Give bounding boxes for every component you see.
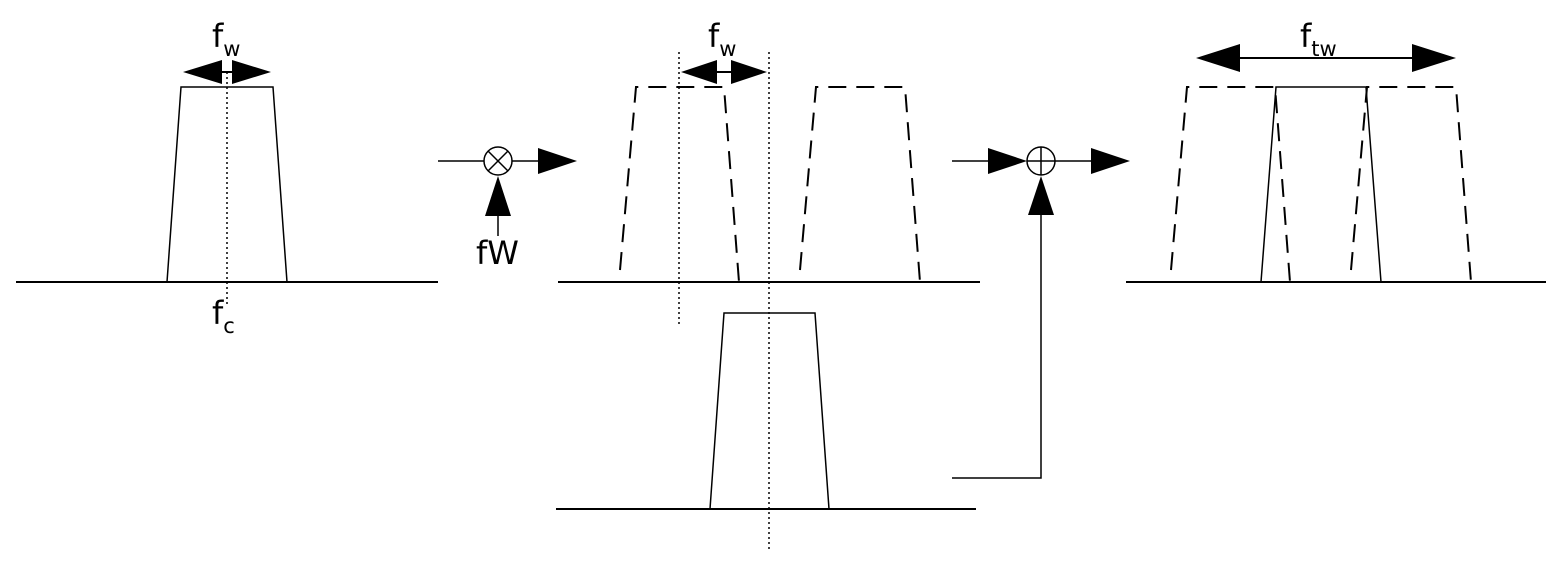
combined-band-left-dashed xyxy=(1170,86,1291,283)
lo-arrowhead xyxy=(485,176,511,216)
summer-block xyxy=(952,146,1130,479)
fw-label-1: fw xyxy=(212,17,240,61)
summer-input-arrowhead xyxy=(988,148,1027,174)
fw-arrow-right-head xyxy=(232,60,271,84)
mixer-block xyxy=(438,146,577,236)
ftw-arrow-left-head xyxy=(1196,44,1240,72)
fw-arrow-left-head xyxy=(183,60,222,84)
panel-input-spectrum xyxy=(16,60,438,305)
image-band-right-dashed xyxy=(799,86,921,283)
ftw-label: ftw xyxy=(1300,17,1337,61)
fw-arrow-2-left-head xyxy=(681,60,717,84)
bypass-arrowhead xyxy=(1028,176,1054,215)
original-band-trapezoid xyxy=(709,312,830,510)
bypass-feed-line xyxy=(952,215,1042,479)
ftw-arrow-right-head xyxy=(1412,44,1456,72)
combined-band-center-solid xyxy=(1260,86,1382,283)
fc-label: fc xyxy=(212,294,235,338)
summer-output-arrowhead xyxy=(1091,148,1130,174)
panel-translated-spectrum xyxy=(556,52,980,550)
fw-arrow-2-right-head xyxy=(731,60,767,84)
fw-label-2: fw xyxy=(708,17,736,61)
combined-band-right-dashed xyxy=(1350,86,1472,283)
lo-frequency-label: fW xyxy=(476,234,519,272)
mixer-output-arrowhead xyxy=(538,148,577,174)
panel-combined-spectrum xyxy=(1126,44,1546,283)
image-band-left-dashed xyxy=(619,86,740,283)
